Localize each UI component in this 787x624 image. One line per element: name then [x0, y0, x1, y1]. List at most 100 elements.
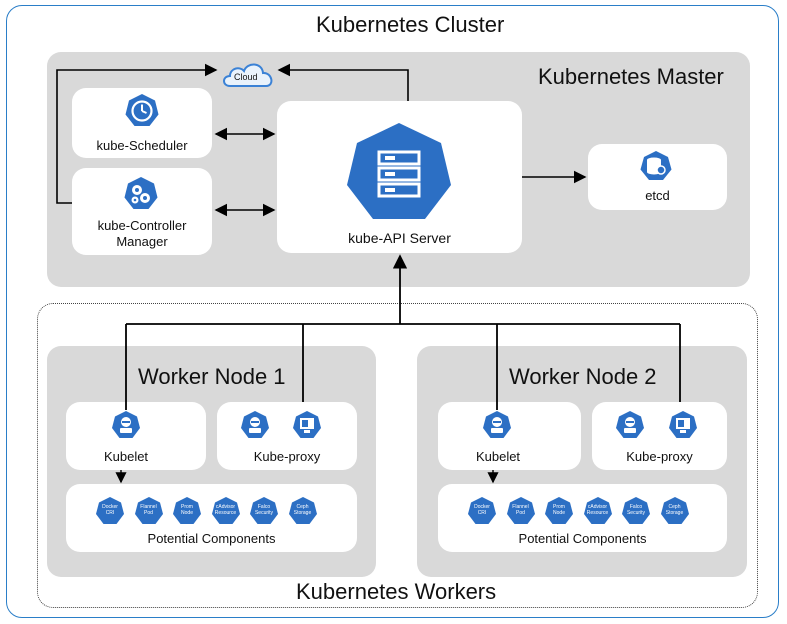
controller-to-cloud-arrow [56, 63, 218, 204]
clock-icon [125, 94, 159, 126]
worker-1-kubelet-box [66, 402, 206, 470]
master-title: Kubernetes Master [538, 64, 724, 89]
component-hex-icon [250, 497, 278, 524]
component-label-line2: Node [553, 510, 565, 516]
component-label-line2: Storage [665, 510, 684, 516]
component-label-line1: Prom [553, 504, 565, 510]
component-label-line2: Pod [516, 510, 525, 516]
workers-title: Kubernetes Workers [296, 579, 497, 604]
component-hex-icon [288, 497, 317, 524]
worker-2-kubelet-box [438, 402, 581, 470]
component-label-line1: Prom [181, 504, 193, 510]
worker-2-components-label: Potential Components [518, 531, 647, 546]
server-icon [347, 123, 451, 219]
worker-node-2-title: Worker Node 2 [509, 364, 657, 389]
worker-1-proxy-label: Kube-proxy [253, 449, 321, 464]
robot-icon [616, 411, 644, 438]
component-hex-icon [468, 497, 496, 524]
database-icon [640, 151, 672, 180]
kubernetes-cluster-frame [6, 5, 779, 618]
component-label-line1: Flannel [512, 504, 529, 510]
monitor-icon [669, 411, 697, 438]
component-label-line2: Security [626, 510, 646, 516]
component-label-line1: cAdvisor [215, 504, 236, 510]
cloud-icon [223, 63, 273, 87]
component-label-line2: Storage [293, 510, 312, 516]
workers-frame [37, 303, 758, 608]
worker-node-1-title: Worker Node 1 [138, 364, 286, 389]
component-label-line1: Flannel [140, 504, 157, 510]
monitor-icon [293, 411, 321, 438]
component-hex-icon [622, 497, 650, 524]
robot-icon [483, 411, 511, 438]
etcd-label: etcd [645, 188, 670, 203]
worker-1-components-label: Potential Components [147, 531, 276, 546]
component-label-line2: Pod [144, 510, 153, 516]
cluster-title: Kubernetes Cluster [316, 12, 505, 37]
worker-1-proxy-box [217, 402, 357, 470]
worker-2-proxy-label: Kube-proxy [626, 449, 693, 464]
component-label-line1: Ceph [668, 504, 681, 510]
robot-icon [112, 411, 140, 438]
component-label-line2: Node [181, 510, 193, 516]
component-label-line2: Security [254, 510, 274, 516]
component-label-line2: Resource [586, 510, 609, 516]
component-label-line2: Resource [214, 510, 237, 516]
controller-label-line1: kube-Controller [97, 218, 187, 233]
component-hex-icon [173, 497, 201, 524]
api-server-label: kube-API Server [348, 230, 451, 246]
component-label-line1: Falco [257, 504, 271, 510]
component-label-line1: Docker [102, 504, 118, 510]
component-label-line1: Docker [474, 504, 490, 510]
worker-2-kubelet-label: Kubelet [475, 449, 521, 464]
component-label-line1: Ceph [296, 504, 309, 510]
gears-icon [124, 177, 158, 209]
component-label-line2: CRI [105, 510, 115, 516]
worker-2-proxy-box [592, 402, 727, 470]
worker-1-kubelet-label: Kubelet [103, 449, 149, 464]
component-hex-icon [134, 497, 163, 524]
component-label-line2: CRI [477, 510, 487, 516]
component-hex-icon [96, 497, 124, 524]
component-hex-icon [506, 497, 535, 524]
component-label-line1: Falco [629, 504, 643, 510]
component-hex-icon [211, 497, 240, 524]
controller-label: kube-Controller Manager [72, 218, 212, 250]
scheduler-label: kube-Scheduler [96, 138, 188, 153]
component-hex-icon [660, 497, 689, 524]
api-to-cloud-arrow [277, 63, 409, 101]
robot-icon [241, 411, 269, 438]
component-hex-icon [545, 497, 573, 524]
component-label-line1: cAdvisor [587, 504, 608, 510]
cloud-label: Cloud [234, 72, 258, 82]
component-hex-icon [583, 497, 612, 524]
controller-label-line2: Manager [116, 234, 168, 249]
